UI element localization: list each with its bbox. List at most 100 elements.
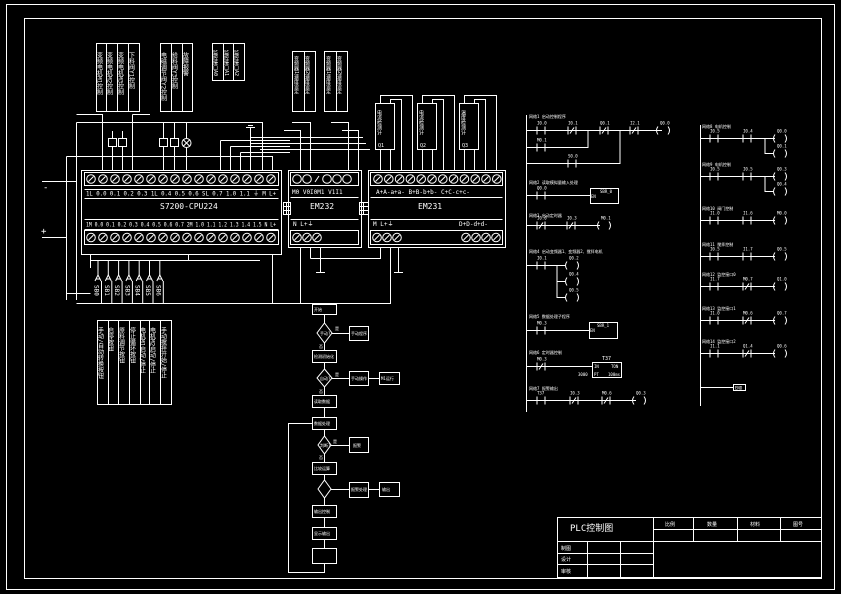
terminal-screw-slot bbox=[268, 176, 274, 182]
sensor-wires bbox=[380, 149, 475, 170]
terminal-screw-slot bbox=[407, 176, 414, 182]
module-em232: M0 V0I0M1 V1I1 EM232 N L+⏚ bbox=[288, 170, 362, 248]
terminal-screw-slot bbox=[88, 234, 94, 241]
coil-Q0.3: Q0.3 bbox=[773, 167, 787, 181]
flow-manual-label: 手动程序 bbox=[351, 330, 367, 336]
flow-manual-op-label: 手动操作 bbox=[351, 375, 367, 381]
contact-I1.0: I1.0 bbox=[709, 311, 720, 325]
coil-Q0.7: Q0.7 bbox=[773, 311, 787, 325]
box-pin-base: 100ms bbox=[608, 372, 621, 377]
terminal-screw-slot bbox=[385, 176, 392, 182]
contact-I0.0: I0.0 bbox=[536, 216, 547, 230]
terminal-screw bbox=[373, 174, 383, 184]
terminal-screw bbox=[470, 174, 481, 184]
terminal-screw-slot bbox=[172, 176, 178, 182]
row-drafter: 制图 bbox=[561, 545, 571, 552]
terminal-screw bbox=[448, 174, 459, 184]
terminal-screw-slot bbox=[374, 234, 380, 241]
sb3-description: 停止循环按钮 bbox=[129, 326, 136, 364]
contact-S0.0: S0.0 bbox=[567, 154, 578, 168]
terminal-screw bbox=[292, 232, 302, 243]
em231-bottom-left-labels: M L+⏚ bbox=[373, 221, 393, 228]
sb5-description: 电机M2启动/停止 bbox=[149, 326, 156, 374]
plc-cpu224: 1L 0.0 0.1 0.2 0.3 1L 0.4 0.5 0.6 SL 0.7… bbox=[81, 170, 282, 255]
network-title: 网络12 监控接口0 bbox=[702, 271, 736, 277]
label-m3: 变频电机M3控制 bbox=[117, 51, 124, 96]
terminal-screw bbox=[146, 232, 156, 243]
flow-edge-5: 是 bbox=[333, 438, 337, 444]
terminal-screw-slot bbox=[463, 234, 469, 241]
network-title: 网络14 监控接口2 bbox=[702, 338, 736, 344]
coil-label: M0.1 bbox=[601, 216, 611, 221]
contact-label: I0.5 bbox=[743, 167, 753, 172]
flow-decision-4 bbox=[317, 479, 332, 499]
box-sbr1 bbox=[589, 322, 618, 339]
terminal-screw bbox=[170, 174, 180, 184]
coil-label: Q0.5 bbox=[569, 288, 579, 293]
terminal-screw bbox=[158, 174, 168, 184]
terminal-screw-slot bbox=[232, 176, 238, 182]
network-title: 网络4 启动变频器1、变频器2、搅拌电机 bbox=[529, 248, 603, 254]
coil-Q0.6: Q0.6 bbox=[773, 344, 787, 358]
terminal-screw-slot bbox=[160, 176, 166, 182]
sensor-q2: 电流检测计 Q2 bbox=[417, 95, 455, 170]
terminal-screw bbox=[86, 174, 96, 184]
coil-Q0.0: Q0.0 bbox=[773, 129, 787, 143]
flow-m1-run bbox=[379, 372, 400, 385]
output-label-group-2: 电磁调节阀Y2控制 给料阀Y3控制 故障报警 bbox=[160, 43, 193, 112]
coil-label: Q0.5 bbox=[777, 247, 787, 252]
terminal-screw bbox=[492, 174, 502, 184]
button-tag: SB6 bbox=[154, 285, 161, 296]
contact-label: Q1.4 bbox=[743, 344, 753, 349]
top-terminal-strip bbox=[84, 172, 279, 186]
network-title: 网络7 报警输出 bbox=[529, 385, 558, 391]
title-block: PLC控制图 比例 数量 材料 图号 制图 设计 审核 bbox=[557, 517, 822, 578]
contact-M0.1: M0.1 bbox=[536, 138, 547, 152]
sensor-q3-tag: Q3 bbox=[462, 143, 468, 149]
flowchart: 开始 手动? 是 手动程序 否 检测初始化 自动? 是 手动操作 M1运行 否 … bbox=[288, 304, 400, 573]
terminal-screw bbox=[461, 232, 471, 243]
sensor-q1-label: 电流检测计 bbox=[376, 109, 382, 136]
box-sbr0 bbox=[590, 188, 619, 204]
terminal-screw-slot bbox=[375, 176, 381, 182]
coil-Q0.3: Q0.3 bbox=[632, 391, 646, 405]
contact-I0.5: I0.5 bbox=[709, 247, 720, 261]
box-label: SBR_0 bbox=[600, 189, 613, 194]
sb0-description: 手动/自动转换按钮 bbox=[97, 326, 104, 380]
label-m2: 变频电机M2控制 bbox=[106, 51, 113, 96]
contact-M0.3: M0.3 bbox=[536, 321, 547, 335]
power-supply: - + bbox=[41, 181, 76, 238]
terminal-screw-slot bbox=[208, 234, 214, 241]
contact-label: I1.7 bbox=[743, 247, 753, 252]
box-t37 bbox=[592, 362, 622, 378]
terminal-screw bbox=[372, 232, 382, 243]
contact-label: I0.5 bbox=[710, 247, 720, 252]
terminal-screw-slot bbox=[232, 234, 238, 241]
terminal-screw-slot bbox=[256, 176, 262, 182]
label-alarm: 故障报警 bbox=[182, 51, 189, 77]
terminal-screw-slot bbox=[418, 176, 425, 182]
button-tag: SB5 bbox=[144, 285, 151, 296]
terminal-screw bbox=[312, 232, 322, 243]
contact-I0.5: I0.5 bbox=[709, 129, 720, 143]
end-label: END bbox=[735, 386, 743, 391]
sensor-q3-label: 温度检测计 bbox=[460, 109, 466, 136]
flow-edge-3: 是 bbox=[335, 371, 339, 377]
flow-decision-3-label: 判断? bbox=[320, 442, 331, 448]
em232-bottom-labels: N L+⏚ bbox=[293, 221, 313, 228]
flow-edge-1: 是 bbox=[335, 325, 339, 331]
relay-coil-1 bbox=[159, 138, 168, 147]
contact-label: M0.6 bbox=[602, 391, 612, 396]
terminal-screw bbox=[218, 174, 228, 184]
push-button-sb5: SB5 bbox=[144, 260, 154, 303]
terminal-screw bbox=[170, 232, 180, 243]
push-button-sb3: SB3 bbox=[123, 260, 133, 303]
contact-I1.0: I1.0 bbox=[709, 211, 720, 225]
minus-label: - bbox=[43, 183, 48, 193]
